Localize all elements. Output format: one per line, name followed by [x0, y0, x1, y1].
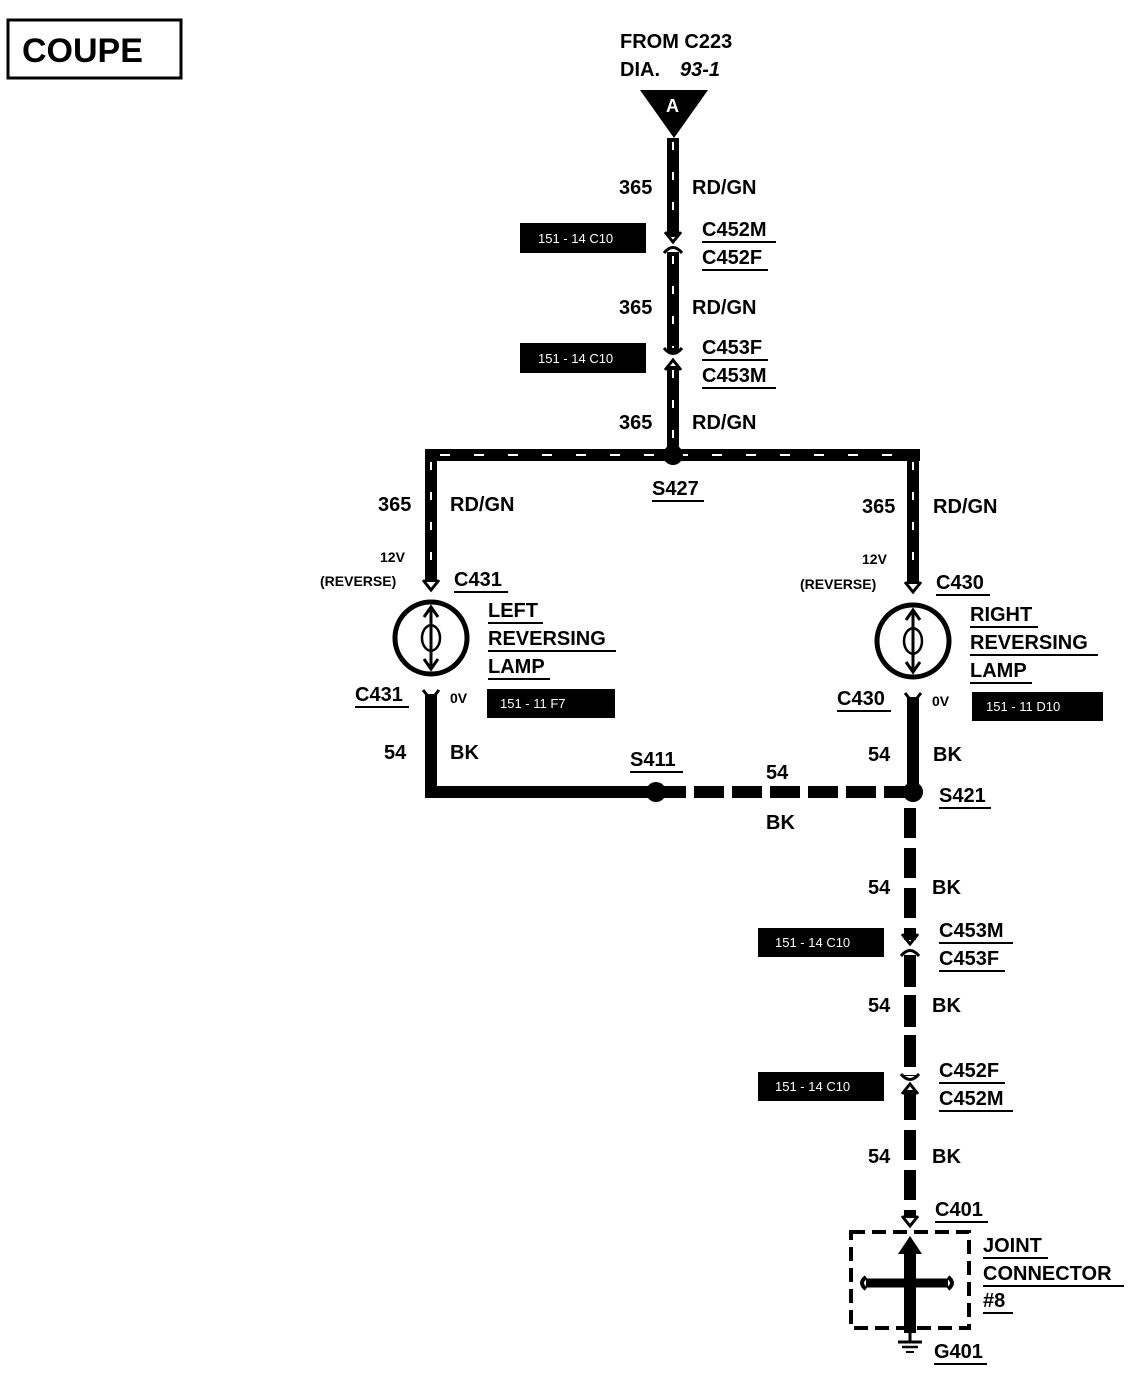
splice-s411-dot [646, 782, 666, 802]
joint-connector-label-line-1: JOINT [983, 1235, 1042, 1257]
connector-label-c452m-bottom: C452M [939, 1088, 1003, 1110]
connector-label-c430: C430 [936, 572, 984, 594]
connector-label-c452f: C452F [702, 247, 762, 269]
connector-label-c453m: C453M [702, 365, 766, 387]
wire-number-label: 365 [619, 297, 652, 319]
connector-c452-female-terminal [662, 246, 684, 255]
wire-color-label: BK [450, 742, 479, 764]
source-dia-prefix: DIA. [620, 59, 660, 81]
off-page-connector-triangle [640, 90, 708, 138]
connector-label-c453f: C453F [702, 337, 762, 359]
wire-color-label: BK [932, 1146, 961, 1168]
wire-number-label: 54 [868, 995, 891, 1017]
joint-connector-bus-symbol [860, 1236, 954, 1333]
page-ref-box [487, 689, 615, 718]
connector-c453-female-terminal [662, 346, 684, 355]
wire-number-label: 54 [766, 762, 789, 784]
connector-label-c431: C431 [454, 569, 502, 591]
source-from-label: FROM C223 [620, 31, 732, 53]
wire-color-label: BK [933, 744, 962, 766]
wire-color-label: RD/GN [933, 496, 997, 518]
joint-connector-label-line-3: #8 [983, 1290, 1005, 1312]
page-ref-left-lamp: 151 - 11 F7 [500, 696, 566, 711]
ground-label-g401: G401 [934, 1341, 983, 1363]
page-ref-box [758, 928, 884, 957]
wire-color-label: BK [932, 877, 961, 899]
page-ref-c452-top: 151 - 14 C10 [538, 231, 613, 246]
wire-number-label: 54 [868, 1146, 891, 1168]
left-lamp-label-line-2: REVERSING [488, 628, 606, 650]
connector-label-c452f-bottom: C452F [939, 1060, 999, 1082]
left-lamp-label-line-3: LAMP [488, 656, 545, 678]
connector-label-c452m: C452M [702, 219, 766, 241]
source-dia-ref: 93-1 [680, 59, 720, 81]
connector-label-c401: C401 [935, 1199, 983, 1221]
wire-number-label: 54 [868, 877, 891, 899]
wire-number-label: 54 [384, 742, 407, 764]
wire-color-label: RD/GN [450, 494, 514, 516]
wire-number-label: 365 [862, 496, 895, 518]
right-reversing-lamp-symbol [874, 602, 952, 680]
page-ref-box [758, 1072, 884, 1101]
voltage-label-12v: 12V [380, 549, 406, 565]
right-lamp-label-line-2: REVERSING [970, 632, 1088, 654]
voltage-note-reverse: (REVERSE) [800, 576, 876, 592]
connector-label-c430-bottom: C430 [837, 688, 885, 710]
page-ref-c453-bottom: 151 - 14 C10 [775, 935, 850, 950]
connector-c430-top-terminal [903, 581, 923, 595]
splice-s427-dot [663, 445, 683, 465]
ground-symbol [898, 1330, 922, 1353]
left-reversing-lamp-symbol [392, 599, 470, 677]
splice-label-s421: S421 [939, 785, 986, 807]
wire-color-label: BK [932, 995, 961, 1017]
splice-s421-dot [903, 782, 923, 802]
title-box [6, 18, 183, 80]
wire-number-label: 365 [619, 412, 652, 434]
diagram-title: COUPE [22, 32, 143, 70]
splice-label-s411: S411 [630, 749, 676, 771]
wire-number-label: 365 [619, 177, 652, 199]
splice-label-s427: S427 [652, 478, 699, 500]
connector-c401-terminal [900, 1215, 920, 1229]
page-ref-c452-bottom: 151 - 14 C10 [775, 1079, 850, 1094]
wire-color-label: RD/GN [692, 177, 756, 199]
wire-number-label: 54 [868, 744, 891, 766]
wire-color-label: BK [766, 812, 795, 834]
wire-color-label: RD/GN [692, 412, 756, 434]
joint-connector-label-line-2: CONNECTOR [983, 1263, 1112, 1285]
voltage-label-0v: 0V [932, 693, 950, 709]
voltage-note-reverse: (REVERSE) [320, 573, 396, 589]
left-lamp-label-line-1: LEFT [488, 600, 538, 622]
connector-label-c453f-bottom: C453F [939, 948, 999, 970]
page-ref-box [520, 223, 646, 253]
page-ref-box [972, 692, 1103, 721]
connector-c431-top-terminal [421, 579, 441, 593]
connector-c452-bottom-female-terminal [899, 1072, 921, 1081]
page-ref-right-lamp: 151 - 11 D10 [986, 699, 1060, 714]
connector-c452-male-terminal [663, 231, 683, 245]
connector-label-c453m-bottom: C453M [939, 920, 1003, 942]
voltage-label-0v: 0V [450, 690, 468, 706]
page-ref-c453-top: 151 - 14 C10 [538, 351, 613, 366]
wire-color-label: RD/GN [692, 297, 756, 319]
off-page-connector-letter: A [666, 96, 679, 116]
connector-c453-bottom-female-terminal [899, 949, 921, 958]
voltage-label-12v: 12V [862, 551, 888, 567]
connector-label-c431-bottom: C431 [355, 684, 403, 706]
page-ref-box [520, 343, 646, 373]
wire-number-label: 365 [378, 494, 411, 516]
right-lamp-label-line-1: RIGHT [970, 604, 1032, 626]
connector-c453-bottom-male-terminal [900, 933, 920, 947]
right-lamp-label-line-3: LAMP [970, 660, 1027, 682]
